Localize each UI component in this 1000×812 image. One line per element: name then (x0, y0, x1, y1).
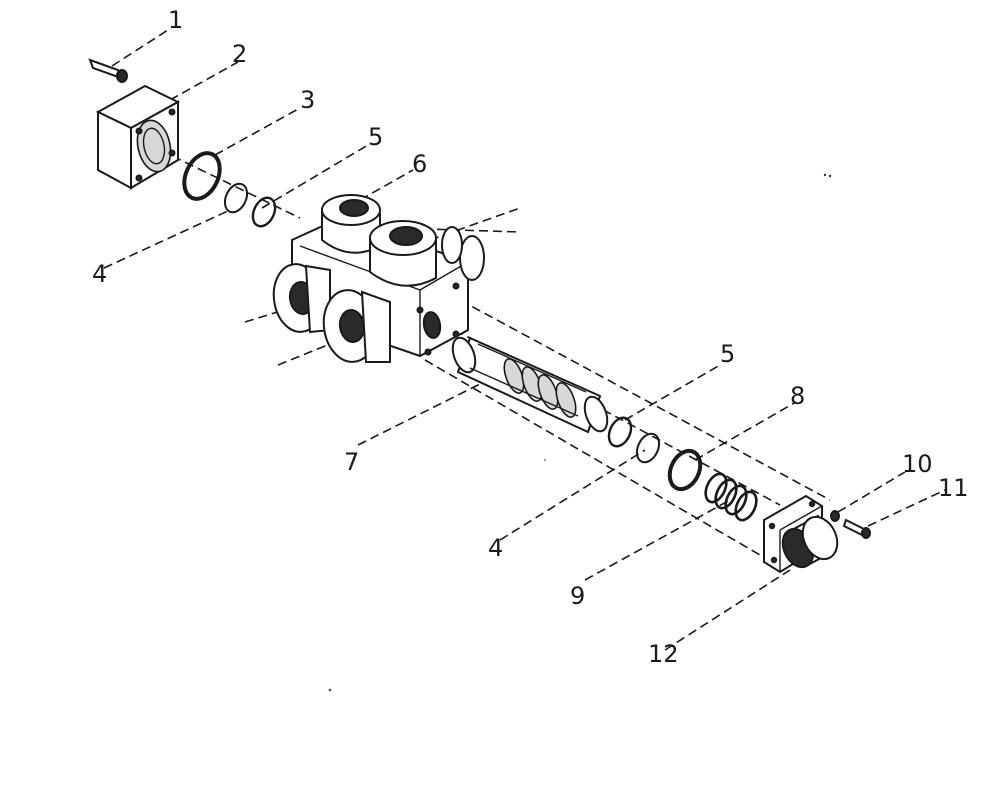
callout-5-lower: 5 (720, 340, 735, 368)
part-4-ring-lower (635, 432, 661, 464)
leader-5b (624, 364, 721, 421)
leader-11 (867, 489, 946, 527)
part-8-washer (667, 448, 703, 492)
part-1-bolt (88, 58, 128, 83)
leader-5a (261, 144, 369, 209)
leader-9 (584, 499, 731, 581)
leader-4b (499, 449, 646, 541)
callout-11: 11 (938, 474, 969, 502)
callout-8: 8 (790, 382, 805, 410)
front-port-lower (322, 289, 391, 363)
leader-12 (664, 569, 791, 651)
leader-2 (169, 61, 239, 101)
part-4-ring-upper (223, 182, 249, 214)
part-3-o-ring (182, 151, 222, 201)
part-5-seal-upper (251, 196, 277, 228)
callout-1: 1 (168, 6, 183, 34)
top-port-right (369, 220, 437, 287)
leader-10 (837, 471, 906, 513)
leader-8 (694, 401, 797, 461)
guide-top (459, 299, 831, 501)
guide-lower (424, 359, 761, 556)
scan-specks (328, 173, 832, 692)
callout-4-lower: 4 (488, 534, 503, 562)
callout-7: 7 (344, 448, 359, 476)
part-7-spool (451, 336, 609, 434)
callout-6: 6 (412, 150, 427, 178)
callout-labels: 1 2 3 4 5 6 5 7 8 4 9 10 11 12 (92, 6, 969, 668)
part-5-seal-lower (607, 416, 633, 448)
callout-12: 12 (648, 640, 679, 668)
part-6-valve-body (272, 194, 485, 363)
leader-6 (359, 169, 414, 201)
top-port-left (321, 194, 381, 254)
front-port-upper (272, 263, 331, 334)
leader-4a (103, 209, 231, 269)
callout-5-upper: 5 (368, 123, 383, 151)
callout-10: 10 (902, 450, 933, 478)
part-11-screw (842, 518, 871, 539)
leader-3 (214, 107, 301, 156)
callout-3: 3 (300, 86, 315, 114)
callout-2: 2 (232, 40, 247, 68)
part-9-spring (704, 472, 758, 522)
leader-axis-left2 (277, 339, 341, 366)
part-10-small-washer (830, 510, 840, 522)
guide-front (159, 149, 301, 219)
callout-4-upper: 4 (92, 260, 107, 288)
leader-7 (357, 379, 489, 446)
callout-9: 9 (570, 582, 585, 610)
leader-1 (111, 29, 169, 67)
part-2-end-cover (95, 84, 181, 190)
part-12-end-cap (763, 494, 839, 574)
